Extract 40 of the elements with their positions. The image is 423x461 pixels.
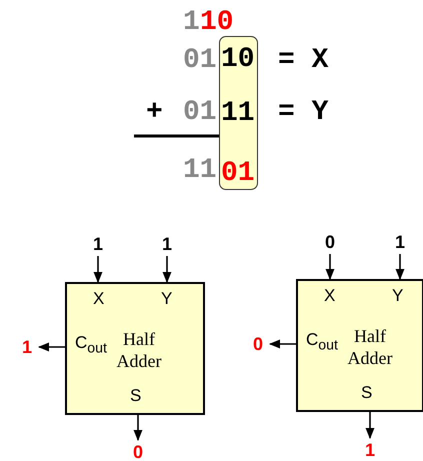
bit-value: 1 — [17, 337, 37, 357]
half-adder-block — [296, 279, 423, 412]
bit-value: 0 — [248, 334, 268, 354]
arrow — [94, 256, 102, 284]
port-label: S — [130, 387, 142, 405]
half-adder-block — [65, 282, 205, 415]
bit-value: 1 — [390, 232, 410, 252]
bit-value: 1 — [157, 234, 177, 254]
port-label: C$_{out}$ — [75, 334, 107, 358]
carry-digits: 10 — [200, 8, 234, 38]
arrow — [268, 340, 296, 348]
sum-digits: 11 — [183, 156, 217, 186]
equation-label: = X — [278, 46, 328, 76]
bit-value: 0 — [320, 232, 340, 252]
arrow — [38, 342, 65, 352]
binary-digits: 01 — [221, 159, 255, 189]
port-label: S — [361, 384, 372, 402]
arrow — [366, 412, 374, 440]
arrow — [396, 254, 404, 280]
port-label: C$_{out}$ — [306, 331, 338, 354]
highlight-column — [219, 36, 258, 190]
arrow — [134, 415, 142, 442]
plus-sign: + — [146, 98, 163, 128]
component-name: Half Adder — [346, 325, 394, 369]
binary-digits: 11 — [221, 99, 255, 129]
component-name: Half Adder — [116, 328, 162, 372]
carry-digit: 1 — [183, 8, 200, 38]
bit-value: 1 — [88, 234, 108, 254]
port-label: X — [93, 290, 104, 308]
port-label: Y — [161, 290, 172, 308]
arrow — [162, 256, 172, 284]
equation-label: = Y — [278, 98, 328, 128]
port-label: X — [324, 287, 336, 305]
bit-value: 0 — [128, 442, 148, 461]
binary-digits: 10 — [221, 45, 255, 75]
arrow — [326, 254, 334, 280]
binary-digits: 01 — [183, 98, 217, 128]
port-label: Y — [392, 287, 404, 305]
binary-digits: 01 — [183, 46, 217, 76]
bit-value: 1 — [360, 440, 380, 460]
